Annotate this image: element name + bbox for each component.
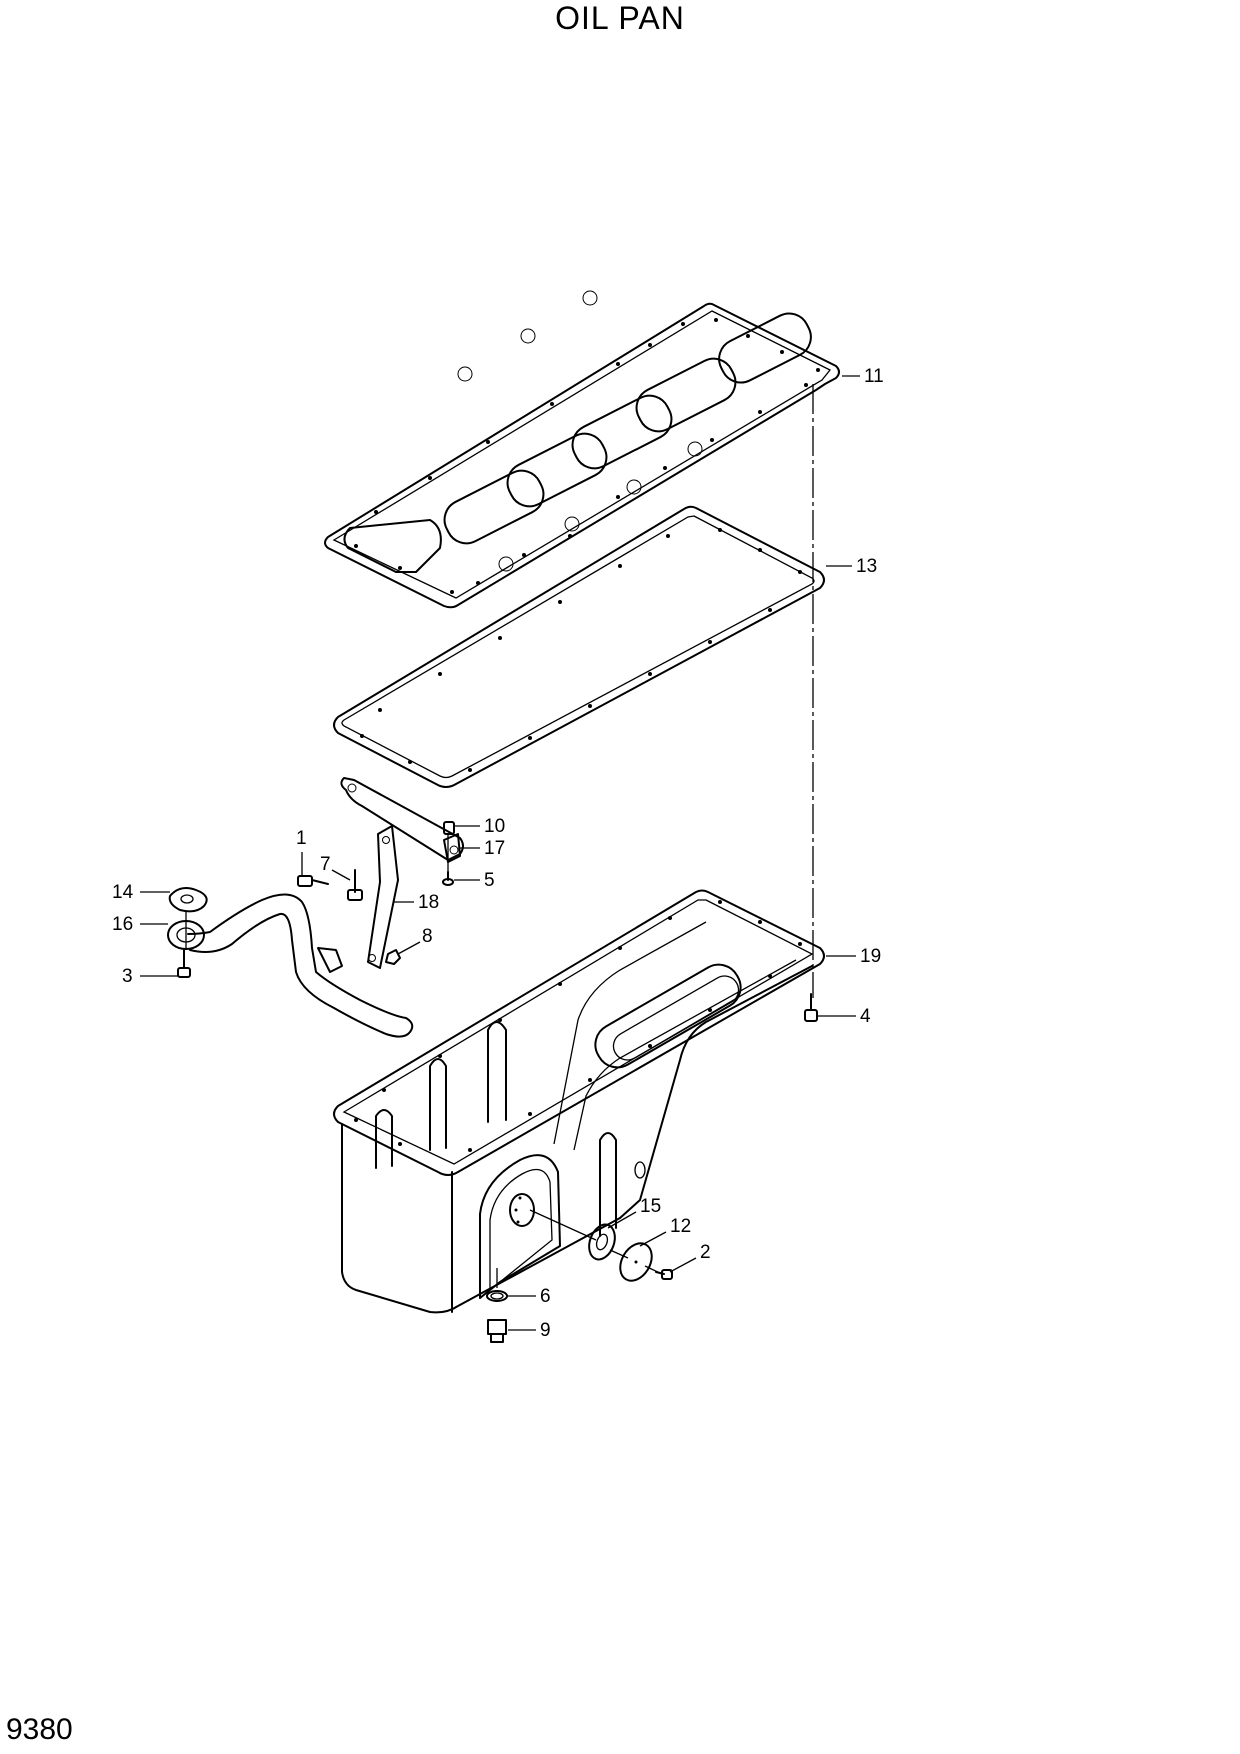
leader-12 [639,1231,667,1247]
callout-18: 18 [418,892,439,913]
callout-labels: 11 13 19 4 10 17 5 18 8 1 7 14 16 3 15 1… [112,366,884,1341]
callout-14: 14 [112,882,134,903]
callout-2: 2 [700,1242,711,1263]
callout-16: 16 [112,914,133,935]
callout-1: 1 [296,828,307,849]
callout-11: 11 [864,366,884,387]
callout-3: 3 [122,966,133,987]
callout-6: 6 [540,1286,551,1307]
support-stay [367,825,399,969]
callout-8: 8 [422,926,433,947]
callout-4: 4 [860,1006,871,1027]
page-title: OIL PAN [555,0,685,36]
plate-window-4 [506,432,608,508]
bolt-10 [443,821,455,835]
leader-8 [397,941,421,955]
screw-5 [442,871,454,886]
oil-pan-gasket [333,505,825,788]
suction-pipe-bracket [340,777,464,863]
bolt-4 [804,993,818,1022]
callout-15: 15 [640,1196,661,1217]
callout-19: 19 [860,946,881,967]
callout-leaders [140,375,860,1331]
callout-9: 9 [540,1320,551,1341]
leader-15 [607,1211,637,1229]
bolt-1 [297,875,329,887]
bolt-2 [655,1269,673,1280]
drain-plug-9 [487,1319,507,1343]
callout-13: 13 [856,556,877,577]
bolt-7 [347,869,363,901]
o-ring-6 [486,1290,508,1302]
leader-2 [669,1257,697,1273]
callout-7: 7 [320,854,331,875]
nut-8 [385,949,401,965]
plate-window-5 [443,469,545,545]
oil-pan-body [333,889,825,1314]
cover-12 [619,1242,653,1282]
bolt-3 [177,949,191,978]
leader-7 [331,869,351,881]
alignment-lines [185,384,814,1288]
callout-10: 10 [484,816,505,837]
plate-window-1 [718,312,812,384]
callout-17: 17 [484,838,505,859]
stiffener-plate [324,290,840,609]
page-number: 9380 [6,1713,73,1746]
fasteners [177,821,818,1343]
plate-window-2 [635,357,737,433]
callout-5: 5 [484,870,495,891]
plate-window-3 [571,394,673,470]
callout-12: 12 [670,1216,691,1237]
